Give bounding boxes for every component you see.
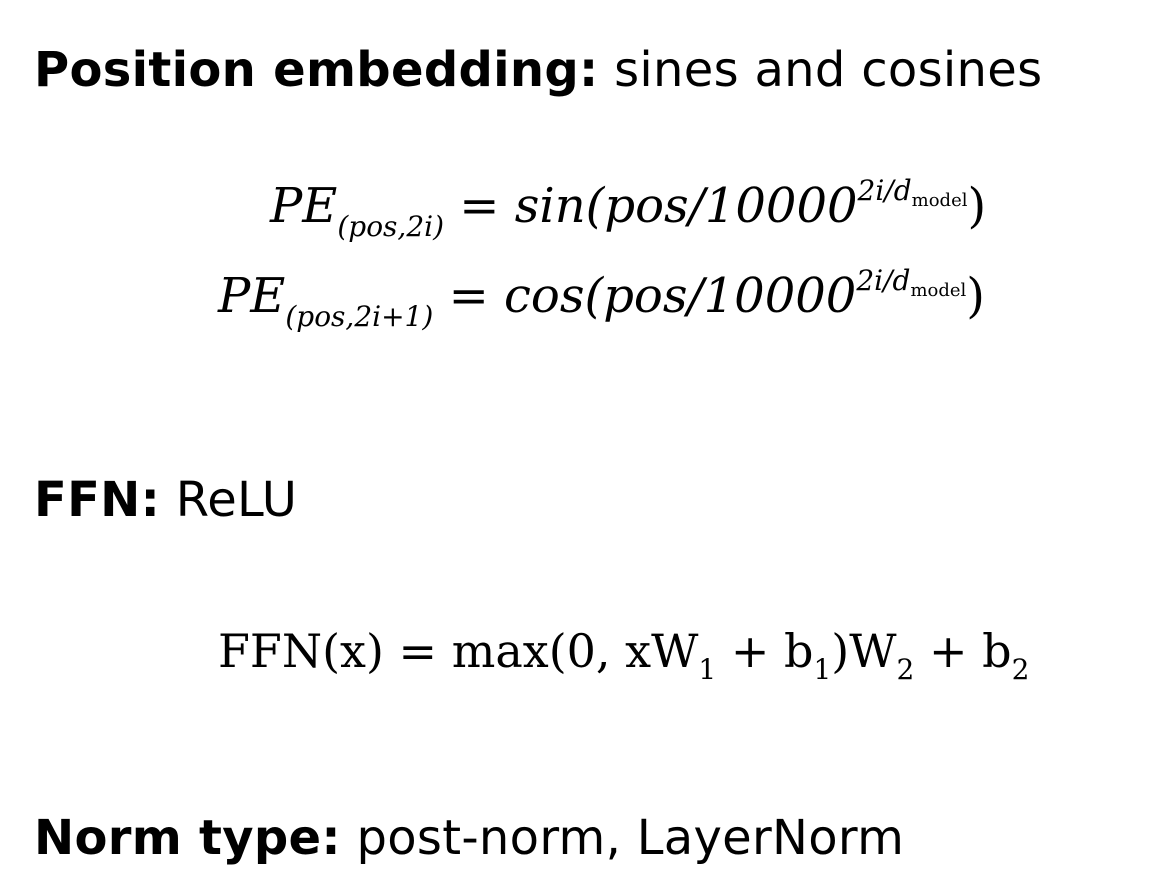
- norm-type-value: post-norm, LayerNorm: [356, 810, 905, 866]
- pe-sin-equals: =: [459, 178, 500, 234]
- pe-sin-exponent: 2i/dmodel: [857, 174, 968, 210]
- norm-type-heading: Norm type: post-norm, LayerNorm: [34, 814, 904, 862]
- pe-cos-function: cos(pos/10000: [504, 268, 857, 324]
- norm-type-label: Norm type:: [34, 810, 341, 866]
- pe-sin-exponent-text: 2i/d: [857, 174, 912, 207]
- ffn-eq-equals: =: [398, 624, 438, 678]
- pe-cos-lhs-subscript: (pos,2i+1): [285, 300, 434, 333]
- ffn-eq-b2-subscript: 2: [1011, 653, 1030, 686]
- pe-sin-close-paren: ): [967, 178, 987, 234]
- ffn-eq-part2: + b: [716, 624, 814, 678]
- ffn-value: ReLU: [175, 472, 298, 528]
- position-embedding-heading: Position embedding: sines and cosines: [34, 46, 1042, 94]
- pe-sin-function: sin(pos/10000: [514, 178, 858, 234]
- pe-cos-equation: PE(pos,2i+1) = cos(pos/100002i/dmodel): [218, 267, 985, 331]
- pe-cos-exponent-text: 2i/d: [856, 264, 911, 297]
- pe-sin-equation: PE(pos,2i) = sin(pos/100002i/dmodel): [270, 177, 986, 241]
- ffn-eq-w1-subscript: 1: [698, 653, 717, 686]
- ffn-eq-lhs: FFN(x): [218, 624, 384, 678]
- pe-cos-exponent-subscript: model: [910, 280, 967, 301]
- ffn-heading: FFN: ReLU: [34, 476, 297, 524]
- pe-cos-equals: =: [448, 268, 489, 324]
- pe-cos-lhs: PE: [218, 268, 286, 324]
- pe-sin-exponent-subscript: model: [911, 190, 968, 211]
- ffn-eq-b1-subscript: 1: [813, 653, 832, 686]
- ffn-eq-part1: max(0, xW: [451, 624, 699, 678]
- position-embedding-value: sines and cosines: [614, 42, 1043, 98]
- ffn-eq-part4: + b: [914, 624, 1012, 678]
- ffn-eq-part3: )W: [831, 624, 897, 678]
- ffn-equation: FFN(x) = max(0, xW1 + b1)W2 + b2: [218, 628, 1029, 684]
- pe-sin-lhs: PE: [270, 178, 338, 234]
- position-embedding-label: Position embedding:: [34, 42, 599, 98]
- ffn-eq-w2-subscript: 2: [896, 653, 915, 686]
- pe-sin-lhs-subscript: (pos,2i): [337, 210, 445, 243]
- pe-cos-exponent: 2i/dmodel: [856, 264, 966, 300]
- pe-cos-close-paren: ): [966, 268, 986, 324]
- ffn-label: FFN:: [34, 472, 161, 528]
